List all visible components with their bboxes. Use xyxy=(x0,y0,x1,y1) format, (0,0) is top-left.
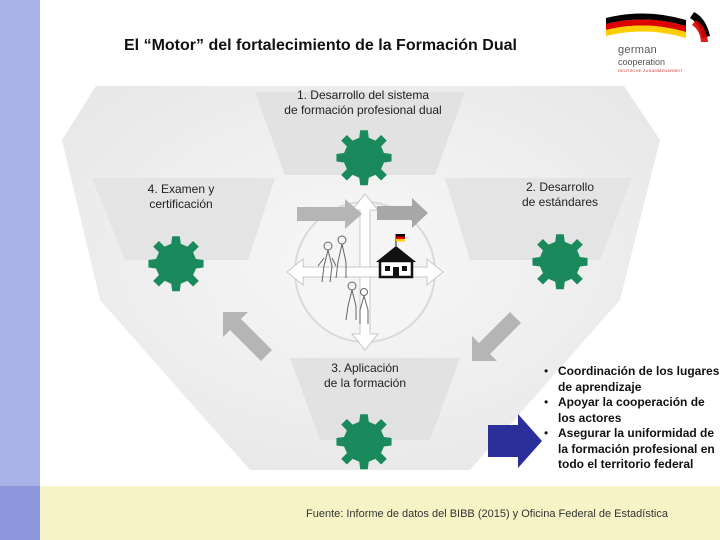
pointer-arrow-icon xyxy=(488,414,542,468)
bullet-item: Coordinación de los lugares de aprendiza… xyxy=(542,364,720,395)
german-cooperation-logo: german cooperation DEUTSCHE ZUSAMMENARBE… xyxy=(606,8,716,78)
logo-text-subtitle: DEUTSCHE ZUSAMMENARBEIT xyxy=(618,68,684,73)
bullet-item: Asegurar la uniformidad de la formación … xyxy=(542,426,720,473)
stage-panel-2 xyxy=(445,178,632,260)
bullet-list: Coordinación de los lugares de aprendiza… xyxy=(542,364,720,473)
logo-text-cooperation: cooperation xyxy=(618,57,666,67)
stage-label-1-text: 1. Desarrollo del sistema de formación p… xyxy=(284,88,442,117)
arrow-right-icon xyxy=(377,198,428,228)
logo-text-german: german xyxy=(618,44,658,56)
left-decorative-bar xyxy=(0,0,40,540)
bullet-item: Apoyar la cooperación de los actores xyxy=(542,395,720,426)
school-house-icon xyxy=(376,234,416,279)
stage-label-3: 3. Aplicación de la formación xyxy=(305,361,425,391)
gear-icon xyxy=(336,130,392,186)
arrow-down-left-icon xyxy=(472,312,521,361)
page-title: El “Motor” del fortalecimiento de la For… xyxy=(124,37,517,54)
gear-icon xyxy=(336,414,392,470)
source-note: Fuente: Informe de datos del BIBB (2015)… xyxy=(306,508,668,520)
people-sketch-icon xyxy=(317,235,369,324)
gear-icon xyxy=(532,234,588,290)
stage-panel-3 xyxy=(290,358,460,440)
arrow-right-icon xyxy=(297,199,362,229)
stage-label-2: 2. Desarrollo de estándares xyxy=(500,180,620,210)
stage-label-3-text: 3. Aplicación de la formación xyxy=(323,361,407,390)
gear-icon xyxy=(148,236,204,292)
flag-swoosh-icon xyxy=(606,12,710,42)
stage-label-1: 1. Desarrollo del sistema de formación p… xyxy=(255,88,471,118)
footer-band xyxy=(40,486,720,540)
stage-panel-4 xyxy=(92,178,275,260)
arrow-up-left-icon xyxy=(223,312,272,361)
stage-label-4-text: 4. Examen y certificación xyxy=(147,182,215,211)
stage-label-2-text: 2. Desarrollo de estándares xyxy=(521,180,599,209)
left-decorative-bar-bottom xyxy=(0,486,40,540)
stage-label-4: 4. Examen y certificación xyxy=(130,182,232,212)
